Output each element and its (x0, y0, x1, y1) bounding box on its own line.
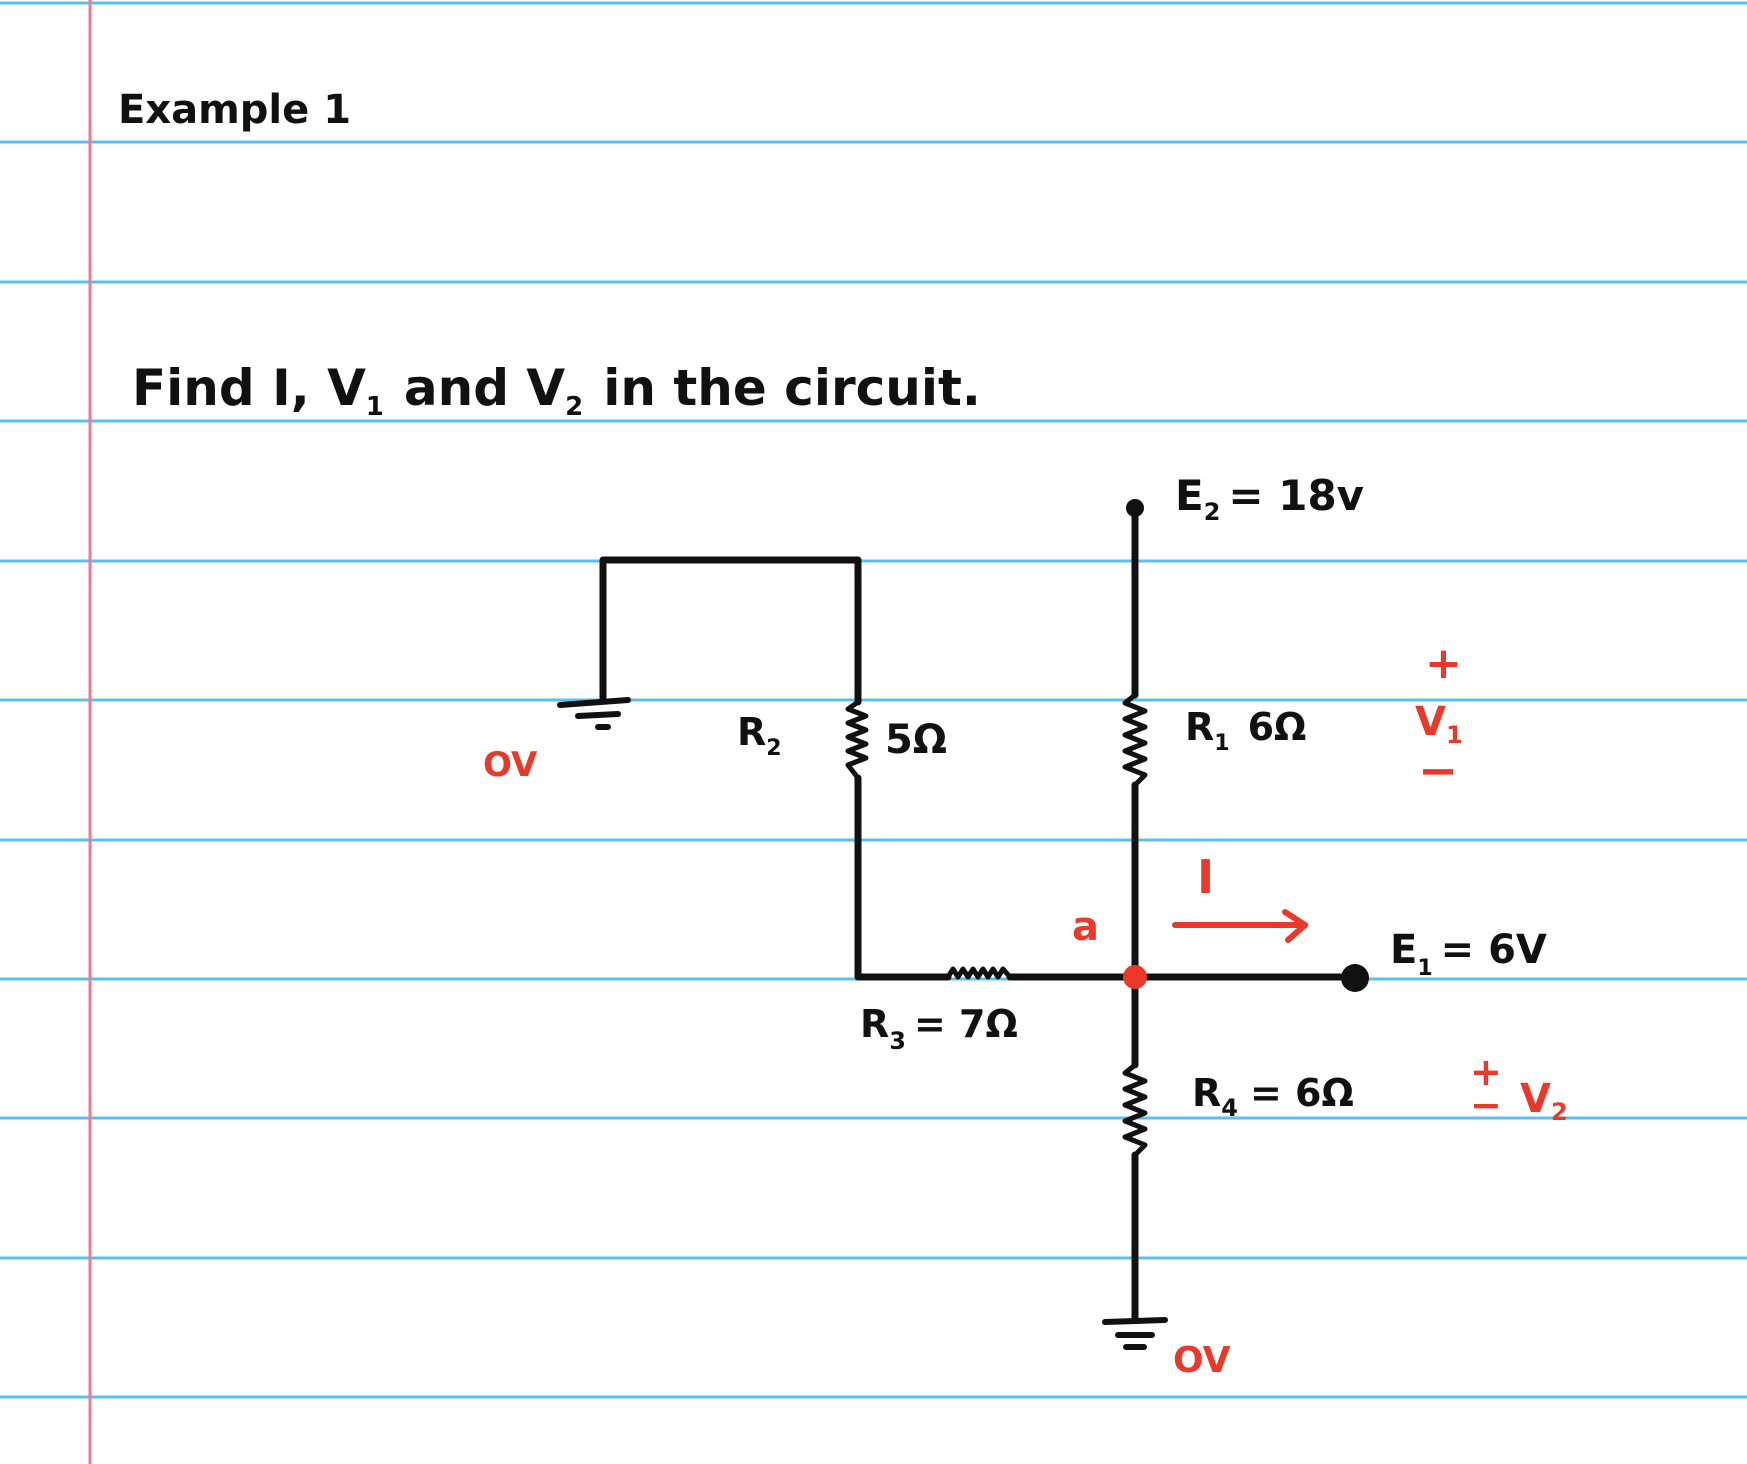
label-v1-minus: − (1418, 743, 1458, 799)
label-e1: E1= 6V (1390, 927, 1547, 981)
label-r2: R2 (737, 710, 782, 761)
resistor-r4-symbol (1122, 1062, 1148, 1158)
problem-statement: Find I, V1 and V2 in the circuit. (132, 359, 981, 422)
label-r2-value: 5Ω (885, 717, 947, 763)
heading: Example 1 (118, 87, 351, 133)
label-current: I (1197, 850, 1214, 904)
label-v1-plus: + (1425, 638, 1462, 689)
wire-top-loop (599, 556, 862, 706)
wire-r2-to-r3 (854, 774, 952, 981)
resistor-r2-symbol (845, 699, 869, 781)
label-node-a: a (1072, 904, 1099, 950)
ruled-lines (0, 1, 1747, 1399)
problem-v1-sub: 1 (366, 392, 384, 422)
terminal-e2 (1126, 499, 1144, 517)
resistor-r3-symbol (945, 966, 1013, 980)
problem-find: Find I, V (132, 359, 366, 417)
resistor-r1-symbol (1122, 692, 1148, 788)
label-ground-left: OV (483, 745, 538, 785)
problem-and: and V (404, 359, 566, 417)
node-a-dot (1123, 965, 1147, 989)
label-r3: R3= 7Ω (860, 1002, 1018, 1055)
label-v2-plus: + (1470, 1050, 1502, 1094)
terminal-e1 (1341, 964, 1369, 992)
ground-symbol-left (557, 697, 631, 730)
label-v1: V1 (1415, 699, 1463, 749)
circuit-wires (599, 506, 1359, 1324)
problem-rest: in the circuit. (603, 359, 981, 417)
label-v2-minus: − (1470, 1083, 1502, 1127)
label-e2: E2= 18v (1175, 471, 1364, 526)
label-r4: R4= 6Ω (1192, 1071, 1354, 1122)
ground-symbol-bottom (1102, 1317, 1168, 1350)
label-ground-bottom: OV (1173, 1340, 1231, 1381)
label-v2: V2 (1520, 1076, 1568, 1126)
current-arrow (1172, 909, 1308, 943)
problem-v2-sub: 2 (565, 392, 583, 422)
resistors (845, 692, 1148, 1158)
